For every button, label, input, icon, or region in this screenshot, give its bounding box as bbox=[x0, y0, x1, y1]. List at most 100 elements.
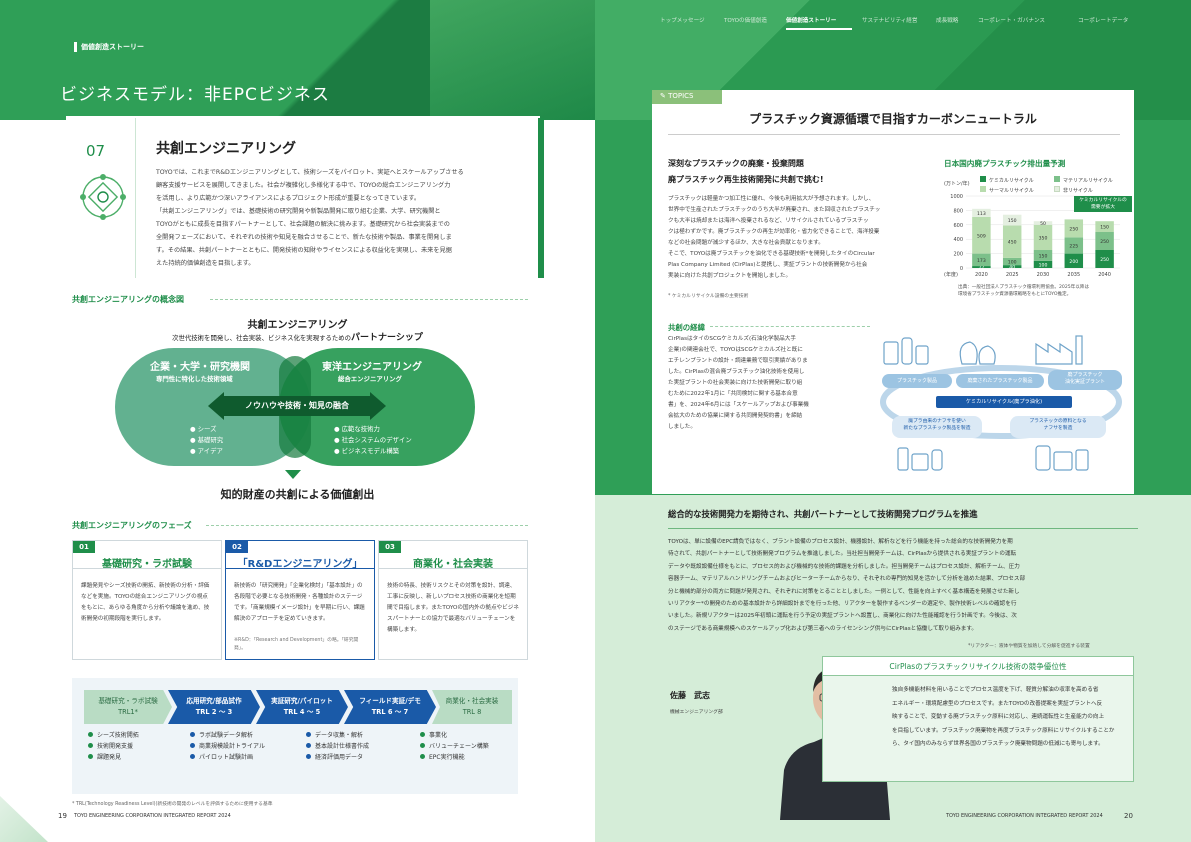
bar-segment bbox=[1033, 224, 1053, 250]
data-label: 350 bbox=[1039, 235, 1048, 241]
bar-segment bbox=[1064, 237, 1084, 254]
nav-tab-governance[interactable]: コーポレート・ガバナンス bbox=[978, 18, 1046, 24]
x-tick-label: 2035 bbox=[1067, 272, 1080, 278]
problem-line: 実装に向けた共創プロジェクトを開始しました。 bbox=[668, 273, 792, 279]
cycle-loop bbox=[880, 365, 1122, 439]
program-line: 分と機械的部分の両方に問題が発見され、それぞれに対策をとることとしました。一例と… bbox=[668, 588, 1020, 595]
nav-tab-value-creation[interactable]: TOYOの価値創造 bbox=[724, 18, 767, 24]
legend-item: マテリアルリサイクル bbox=[1054, 176, 1128, 186]
partner-item: ● アイデア bbox=[190, 447, 223, 455]
bottles-icon bbox=[883, 337, 929, 365]
trl-bullet: 技術開発支援 bbox=[88, 741, 133, 750]
phase-card-01: 01 基礎研究・ラボ試験 課題発見やシーズ技術の開拓、新技術の分析・評価などを実… bbox=[72, 540, 222, 660]
data-label: 100 bbox=[1039, 262, 1048, 268]
data-label: 450 bbox=[1008, 240, 1017, 246]
program-note: *リアクター：液体や物質を加熱して分解を促進する装置 bbox=[968, 644, 1090, 649]
y-tick-label: 1000 bbox=[950, 194, 963, 200]
problem-line: 世界中で生産されたプラスチックのうち大半が廃棄され、また回収されたプラスチッ bbox=[668, 207, 881, 213]
phase-card-header bbox=[73, 541, 221, 569]
history-line: むために2022年1月に「共同検討に関する基本合意 bbox=[668, 391, 798, 397]
x-tick-label: 2020 bbox=[975, 272, 988, 278]
page-number-right: 20 bbox=[1124, 812, 1133, 820]
nav-tab-value-story[interactable]: 価値創造ストーリー bbox=[786, 18, 837, 24]
intro-card bbox=[66, 116, 540, 278]
intro-line: 顧客支援サービスを展開してきました。社会が複雑化し多様化する中で、TOYOの総合… bbox=[156, 182, 451, 189]
section-badge: 価値創造ストーリー bbox=[74, 42, 144, 52]
trl-bullet: パイロット試験計画 bbox=[190, 752, 253, 761]
nav-tab-sustainability[interactable]: サステナビリティ経営 bbox=[862, 18, 918, 24]
intro-line: 全開発フェーズにおいて、それぞれの技術や知見を融合させることで、新たな技術や製品… bbox=[156, 234, 452, 241]
intro-line: えた持続的価値創造を目指します。 bbox=[156, 260, 255, 267]
toyo-item: ● 社会システムのデザイン bbox=[334, 436, 412, 444]
partner-item: ● 基礎研究 bbox=[190, 436, 224, 444]
data-label: 40 bbox=[1009, 265, 1015, 271]
nav-tab-corporate-data[interactable]: コーポレートデータ bbox=[1078, 18, 1129, 24]
chart-callout: ケミカルリサイクルの 需要が拡大 bbox=[1074, 196, 1132, 212]
quote-line: ら、タイ国内のみならず世界各国のプラスチック廃棄物問題の低減にも寄与します。 bbox=[892, 741, 1104, 748]
problem-line: クは極わずかです。廃プラスチックの再生が効率化・省力化できることで、海洋投棄 bbox=[668, 229, 880, 235]
nav-tab-top-message[interactable]: トップメッセージ bbox=[660, 18, 705, 24]
topics-title: プラスチック資源循環で目指すカーボンニュートラル bbox=[749, 112, 1037, 126]
program-line: データや既設設備仕様をもとに、プロセス的および機械的な技術的課題を分析しました。… bbox=[668, 563, 1020, 570]
section-number: 07 bbox=[86, 142, 106, 160]
data-label: 173 bbox=[977, 258, 986, 264]
y-tick-label: 800 bbox=[953, 208, 963, 214]
chart-title: 日本国内廃プラスチック排出量予測 bbox=[944, 159, 1066, 168]
intro-line: 「共創エンジニアリング」では、基礎技術の研究開発や新製品開発に取り組む企業、大学… bbox=[156, 208, 441, 215]
bar-segment bbox=[1033, 260, 1053, 268]
left-header-stripe bbox=[430, 0, 595, 120]
recycled-products-icon bbox=[897, 447, 943, 471]
problem-note: * ケミカルリサイクル設備の主要技術 bbox=[668, 294, 749, 299]
history-line: エチレンプラントの設計・調達業務で取引実績がありま bbox=[668, 358, 808, 364]
program-line: 待されて、共創パートナーとして技術開発プログラムを推進しました。当社担当開発チー… bbox=[668, 551, 1017, 558]
data-label: 250 bbox=[1100, 239, 1109, 245]
concept-subtitle: 次世代技術を開発し、社会実装、ビジネス化を実現するためのパートナーシップ bbox=[0, 330, 595, 343]
bar-segment bbox=[1002, 214, 1022, 226]
phase-title: 「R&Dエンジニアリング」 bbox=[237, 559, 363, 570]
trl-bullet: ラボ試験データ解析 bbox=[190, 730, 253, 739]
bar-segment bbox=[972, 208, 991, 217]
nav-tab-growth[interactable]: 成長戦略 bbox=[936, 18, 959, 24]
problem-line: Plas Company Limited (CirPlas)と提携し、実証プラン… bbox=[668, 262, 868, 268]
concept-title: 共創エンジニアリング bbox=[247, 320, 348, 331]
quote-text: 独自多機能材料を用いることでプロセス温度を下げ、軽質分解油の収率を高める省 エネ… bbox=[892, 684, 1115, 752]
y-tick-label: 200 bbox=[953, 252, 963, 258]
phase-card-03: 03 商業化・社会実装 技術の特長、技術リスクとその対策を設計、調達、工事に反映… bbox=[378, 540, 528, 660]
phase-body: 新技術の「研究開発」「企業化検討」「基本設計」の各段階で必要となる技術開発・各種… bbox=[234, 583, 365, 622]
recycle-cycle-diagram bbox=[880, 335, 1122, 471]
quote-line: を目指しています。プラスチック廃棄物を再度プラスチック原料にリサイクルすることか bbox=[892, 727, 1115, 734]
section-title: 共創エンジニアリング bbox=[156, 141, 296, 157]
fusion-arrow-right-head bbox=[370, 392, 386, 420]
partner-sub: 専門性に特化した技術領域 bbox=[156, 375, 233, 383]
partner-item: ● シーズ bbox=[190, 425, 217, 433]
bar-segment bbox=[972, 253, 991, 267]
bar-segment bbox=[1002, 257, 1022, 266]
legend-item: ケミカルリサイクル bbox=[980, 176, 1054, 186]
partner-title: 企業・大学・研究機関 bbox=[150, 362, 250, 373]
trl-bullet: 商業規模設計トライアル bbox=[190, 741, 265, 750]
bar-segment bbox=[1002, 225, 1022, 258]
problem-heading-2: 廃プラスチック再生技術開発に共創で挑む! bbox=[668, 175, 824, 184]
x-tick-label: 2025 bbox=[1006, 272, 1019, 278]
data-label: 250 bbox=[1069, 226, 1078, 232]
program-rule bbox=[668, 528, 1138, 529]
phase-title: 基礎研究・ラボ試験 bbox=[102, 559, 192, 570]
phase-body: 技術の特長、技術リスクとその対策を設計、調達、工事に反映し、新しいプロセス技術の… bbox=[387, 583, 519, 633]
problem-line: プラスチックは軽量かつ加工性に優れ、今後も利用拡大が予想されます。しかし、 bbox=[668, 196, 875, 202]
concept-heading: 共創エンジニアリングの概念図 bbox=[72, 295, 184, 304]
intro-text: TOYOでは、これまでR&Dエンジニアリングとして、技術シーズをパイロット、実証… bbox=[156, 166, 528, 270]
quote-title: CirPlasのプラスチックリサイクル技術の競争優位性 bbox=[889, 662, 1067, 671]
bar-segment bbox=[1033, 221, 1053, 225]
quote-title-bar bbox=[822, 656, 1134, 676]
page-number-left: 19 bbox=[58, 812, 67, 820]
toyo-item: ● 広範な技術力 bbox=[334, 425, 380, 433]
toyo-items: ● 広範な技術力 ● 社会システムのデザイン ● ビジネスモデル構築 bbox=[334, 424, 412, 457]
phase-number: 01 bbox=[73, 541, 95, 553]
bar-segment bbox=[1002, 265, 1022, 268]
trl-footnote: * TRL(Technology Readiness Level)(新技術の開発… bbox=[72, 802, 273, 807]
trl-bullet: 基本設計仕様書作成 bbox=[306, 741, 369, 750]
phase-title: 商業化・社会実装 bbox=[413, 559, 493, 570]
history-line: 書」を、2024年6月には「スケールアップおよび事業機 bbox=[668, 402, 809, 408]
